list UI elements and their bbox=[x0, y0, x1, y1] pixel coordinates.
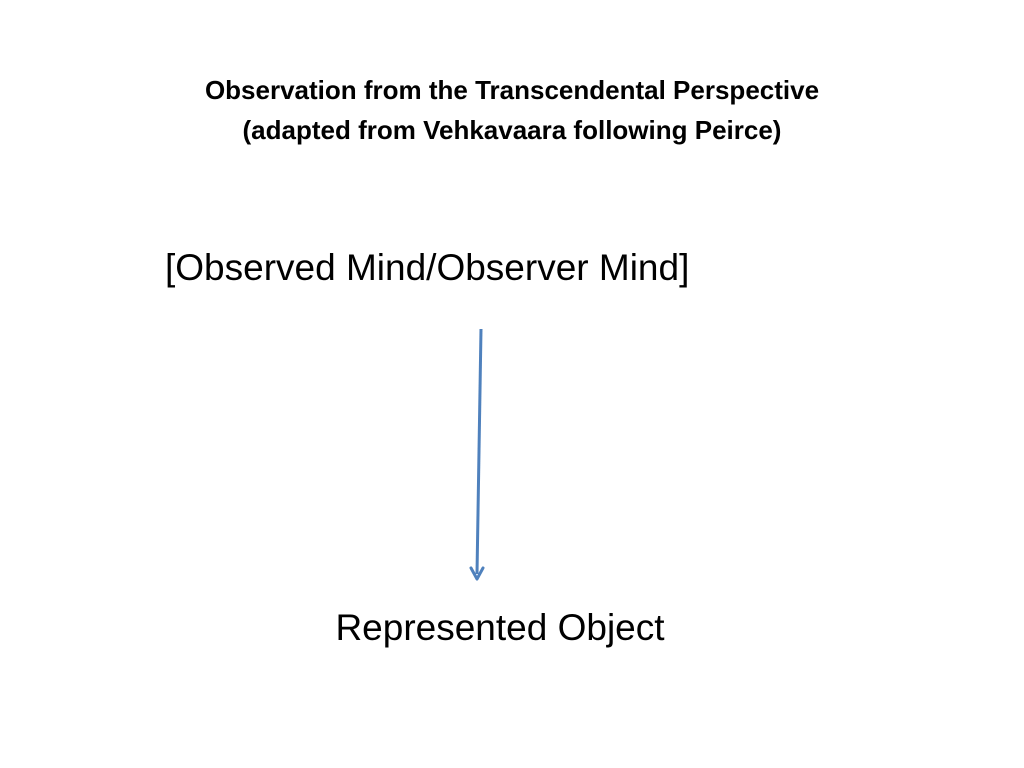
observed-mind-label: [Observed Mind/Observer Mind] bbox=[165, 247, 690, 288]
represented-object-label: Represented Object bbox=[335, 607, 665, 648]
arrow-head bbox=[469, 566, 485, 581]
slide-title: Observation from the Transcendental Pers… bbox=[0, 70, 1024, 150]
title-line-2: (adapted from Vehkavaara following Peirc… bbox=[242, 115, 782, 145]
arrow-shaft bbox=[475, 328, 483, 575]
title-line-1: Observation from the Transcendental Pers… bbox=[204, 75, 820, 105]
